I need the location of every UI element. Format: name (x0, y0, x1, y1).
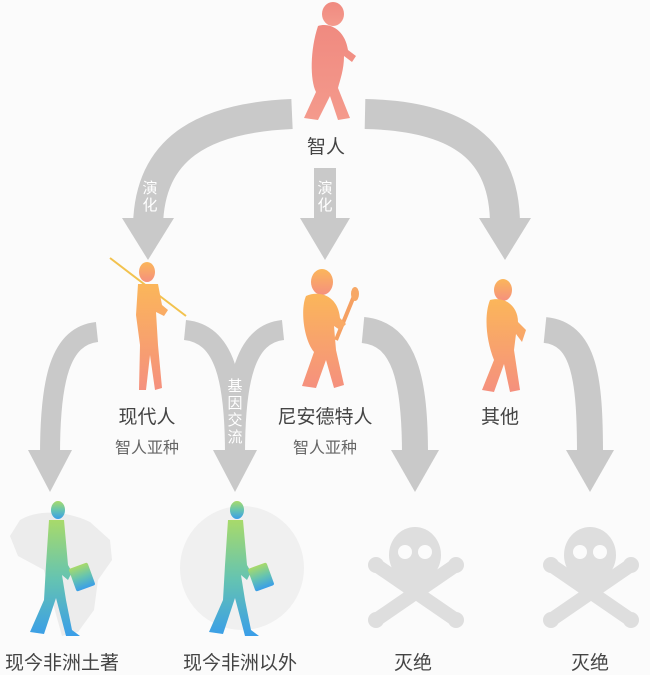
arrow-neanderthal-gene-flow (225, 320, 285, 456)
walking-man-icon (209, 501, 274, 636)
branch-label-other: 其他 (480, 406, 520, 428)
arrowhead (566, 450, 614, 492)
outcome-label-extinct-1: 灭绝 (393, 652, 433, 674)
outcome-label-outside: 现今非洲以外 (182, 652, 298, 674)
club (334, 295, 356, 341)
modern-human-figure (136, 262, 168, 390)
outcome-label-extinct-2: 灭绝 (570, 652, 610, 674)
skull-crossbones-icon (543, 527, 639, 628)
arrowhead (122, 218, 174, 260)
branch-sub-neanderthal: 智人亚种 (292, 438, 358, 457)
arrowhead (28, 450, 72, 492)
arrow-neanderthal-to-extinct (360, 317, 428, 456)
arrowhead (479, 218, 531, 260)
arrow-root-to-modern (133, 99, 293, 226)
branch-label-modern: 现代人 (118, 406, 176, 428)
evolve-label-middle: 演化 (315, 180, 334, 214)
neanderthal-figure (302, 269, 346, 388)
homo-sapiens-figure (304, 2, 356, 120)
root-label: 智人 (306, 136, 346, 158)
arrow-other-to-extinct (542, 317, 603, 456)
other-hominin-figure (482, 279, 526, 392)
arrowhead (213, 450, 257, 492)
walking-man-icon (30, 501, 95, 636)
arrow-root-to-other (364, 99, 520, 226)
skull-crossbones-icon (368, 527, 464, 628)
gene-flow-label: 基因交流 (225, 378, 244, 446)
outcome-label-africa: 现今非洲土著 (4, 652, 120, 674)
branch-sub-modern: 智人亚种 (114, 438, 180, 457)
arrowhead (300, 218, 350, 260)
branch-label-neanderthal: 尼安德特人 (277, 406, 373, 428)
arrow-modern-to-africa (40, 322, 99, 456)
arrowhead (391, 450, 439, 492)
evolve-label-left: 演化 (140, 180, 159, 214)
